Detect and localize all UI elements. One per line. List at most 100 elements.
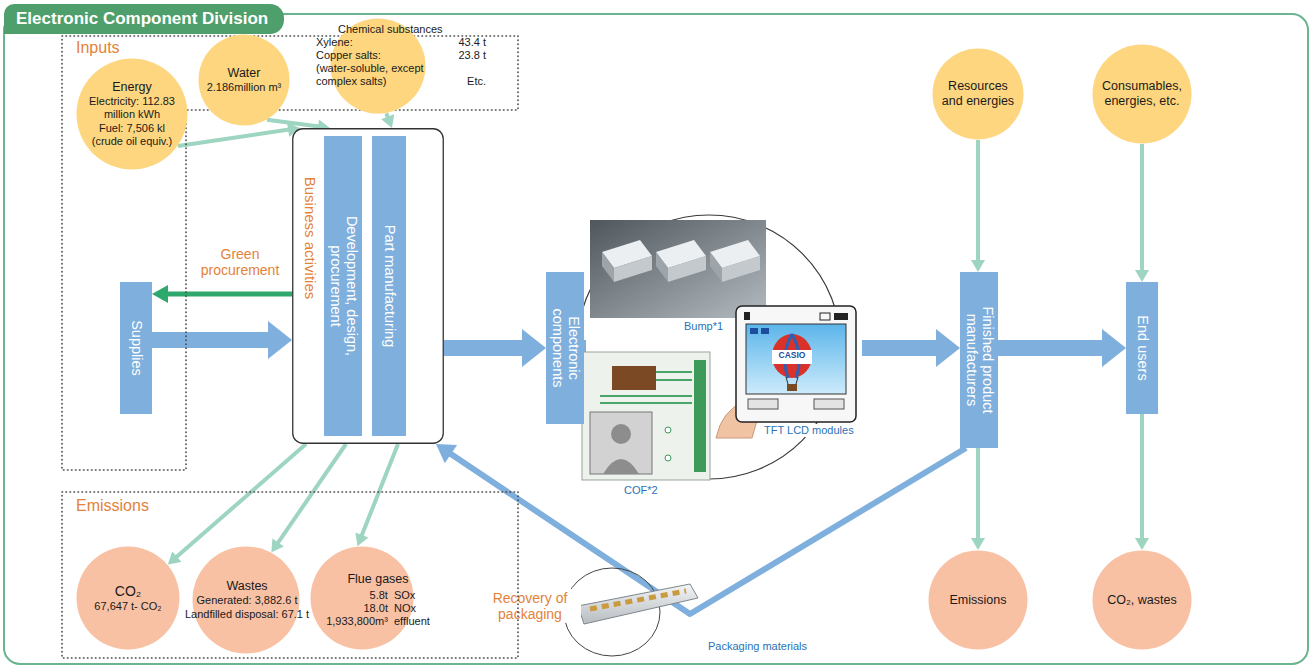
packaging-picture [564,568,698,656]
circle-detail: Electricity: 112.83 million kWh [85,95,179,121]
title-tab: Electronic Component Division [4,4,284,34]
arrow-shaft [976,140,980,261]
flow-arrow [381,113,394,128]
flue-gas-circle: Flue gases5.8tSOx18.0tNOx1,933,800m³effl… [316,548,440,652]
arrow-shaft [152,332,269,348]
band-text-frame: Supplies [120,282,152,414]
arrow-head [268,321,292,359]
arrow-head [271,539,284,553]
supplies-band: Supplies [120,282,152,414]
balloon-basket [787,384,797,391]
circle-heading: Water [228,66,261,81]
water-circle: Water2.186million m³ [198,34,290,126]
cof-photo [582,352,710,480]
arrow-head [971,538,985,550]
band-text-frame: Part manufacturing [372,136,406,436]
box-label: Business activities [302,177,319,300]
flow-arrow [971,140,985,272]
cof-inset [590,412,652,474]
band-text-frame: End users [1126,282,1158,414]
tray-parts [590,591,686,609]
arrow-head [152,285,168,303]
text-block: Chemical substancesXylene:43.4 tCopper s… [312,18,492,92]
bump-photo [590,220,766,318]
arrow-shaft [998,340,1103,356]
input-circle: Resources and energies [932,48,1024,140]
circle-fill [77,547,180,650]
label-frame: Packaging materials [706,640,809,653]
status-icon [834,313,848,320]
circle-heading: Chemical substances [338,23,486,36]
table-cell: NOx [394,602,430,615]
device-body [736,306,856,422]
arrow-head [168,551,182,564]
arrow-head [971,260,985,272]
region-label: Inputs [76,38,120,57]
circle-heading: Resources and energies [938,79,1017,109]
arrow-head [355,533,368,547]
chemical-table: Xylene:43.4 tCopper salts:23.8 t(water-s… [316,36,486,88]
arrow-head [381,114,394,128]
flow-arrow [1135,144,1149,282]
flow-arrow [971,448,985,550]
circle-shape [198,34,290,126]
lcd-screen [746,324,846,394]
label-frame: COF*2 [622,484,660,497]
circle-heading: Wastes [226,579,267,594]
text-stack: EnergyElectricity: 112.83 million kWhFue… [85,58,179,170]
table-cell: 18.0t [326,602,388,615]
circle-fill [1093,551,1192,650]
status-icon [744,312,750,320]
arrow-shaft [176,444,306,557]
circle-fill [77,59,188,170]
cof-chip [612,366,656,390]
cof-film [582,352,710,480]
band-label: End users [1134,315,1150,380]
text-stack: Water2.186million m³ [203,34,286,126]
bump-side [656,252,668,282]
region-label-frame: Emissions [76,496,149,515]
arrow-head [1135,270,1149,282]
label-frame: Bump*1 [682,320,725,333]
band-text-frame: Finished product manufacturers [960,272,998,448]
co2-circle: CO₂67,647 t- CO₂ [76,546,180,650]
circle-detail: Generated: 3,882.6 t [197,594,298,607]
text-block: Flue gases5.8tSOx18.0tNOx1,933,800m³effl… [316,548,440,652]
arrow-head [522,329,546,367]
bump-side [710,252,722,282]
bump-side [602,252,614,282]
circle-heading: Consumables, energies, etc. [1098,79,1186,109]
dotted-outline [62,36,518,470]
picture-caption: COF*2 [622,484,660,497]
text-stack: CO₂67,647 t- CO₂ [83,546,172,650]
flow-arrow [444,329,546,367]
box-label-frame: Business activities [296,158,324,318]
table-cell: 5.8t [326,589,388,602]
region-label: Emissions [76,496,149,515]
table-cell: effluent [394,615,430,628]
arrow-head [936,329,960,367]
arrow-shaft [1140,144,1144,271]
arrow-shaft [278,444,346,543]
table-cell: 43.4 t [458,36,486,49]
cof-marker [665,455,671,461]
band-label: Part manufacturing [381,225,397,348]
edge-label: Recovery of packaging [479,589,581,623]
screen-icon [761,328,769,334]
table-cell: Etc. [458,75,486,88]
circle-heading: CO₂ [115,583,141,600]
circle-heading: CO₂, wastes [1107,593,1176,608]
flow-arrow [271,444,346,552]
flow-arrow [1135,414,1149,550]
band-text-frame: Electronic components [546,272,584,424]
packaging-tray [578,584,698,624]
flow-arrow [998,329,1126,367]
input-circle: Consumables, energies, etc. [1092,44,1192,144]
lcd-module [716,306,856,438]
table-cell: Copper salts: [316,49,452,62]
cof-marker [665,427,671,433]
balloon-band [772,350,812,364]
arrow-shaft [976,448,980,539]
table-cell: SOx [394,589,430,602]
edge-label-frame: Green procurement [189,245,291,279]
